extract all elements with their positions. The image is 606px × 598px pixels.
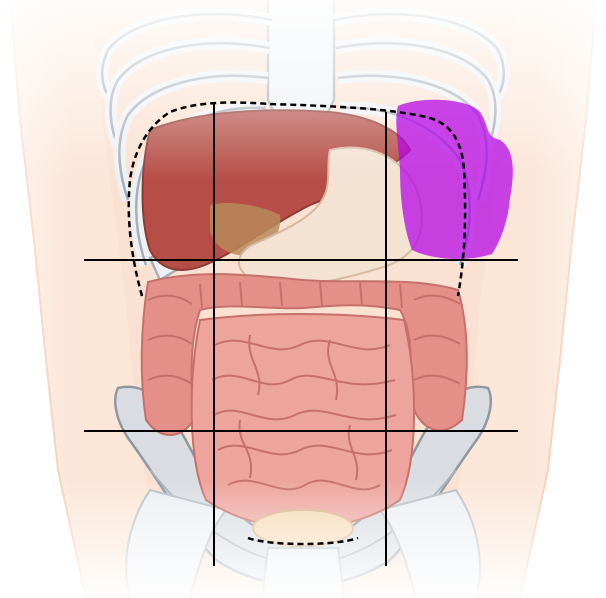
pelvic-dashed-outline: [247, 536, 359, 546]
costal-margin-dashed-outline: [127, 101, 467, 297]
region-grid: [84, 104, 518, 566]
highlight-left-hypochondriac: [396, 99, 513, 259]
